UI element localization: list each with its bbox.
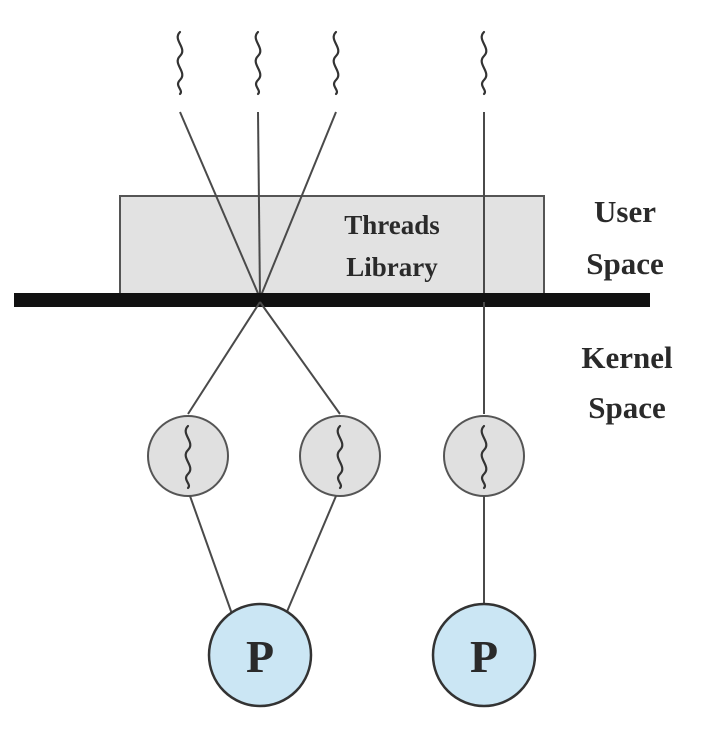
user-space-label-line2: Space [586,246,664,281]
processor-label: P [246,631,274,682]
user-thread-icon [480,30,488,96]
user-thread-line [259,111,337,299]
user-thread-icon [176,30,184,96]
kernel-thread-icon [336,424,344,490]
user-thread-icon [254,30,262,96]
threads-library-box [119,195,545,299]
kernel-thread-icon [184,424,192,490]
kernel-thread-icon [480,424,488,490]
mapping-line [259,301,341,415]
kernel-thread [299,415,381,497]
kernel-space-label-line2: Space [588,390,666,425]
kernel-to-processor-line [189,495,233,615]
user-thread-line [257,111,261,299]
mapping-line [187,301,261,415]
kernel-thread [443,415,525,497]
kernel-thread [147,415,229,497]
threads-library-label-line2: Library [346,252,438,282]
threads-library-label-line1: Threads [344,210,440,240]
user-kernel-boundary [14,293,650,307]
user-thread-icon [332,30,340,96]
user-thread-line [179,111,261,299]
user-space-label-line1: User [594,194,656,229]
kernel-to-processor-line [285,495,337,615]
processor-node: P [431,602,537,708]
processor-label: P [470,631,498,682]
kernel-space-label-line1: Kernel [581,340,673,375]
processor-node: P [207,602,313,708]
